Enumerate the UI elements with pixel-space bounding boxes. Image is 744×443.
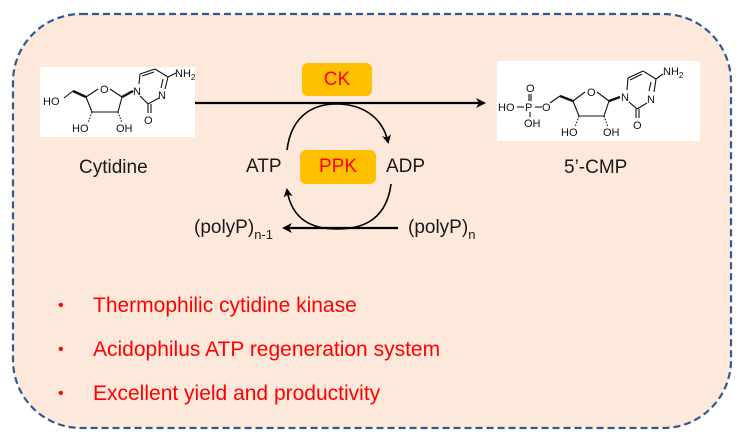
cytidine-ho-2: HO — [72, 123, 89, 135]
highlight-text: Excellent yield and productivity — [93, 382, 381, 405]
atp-label: ATP — [246, 156, 282, 177]
cytidine-ho-primary: HO — [43, 96, 60, 108]
substrate-label: Cytidine — [79, 157, 148, 178]
highlight-text: Thermophilic cytidine kinase — [93, 294, 357, 317]
cmp-n3: N — [647, 94, 655, 106]
cycle-arc-upper-arrow — [286, 103, 391, 151]
bullet-icon: • — [58, 385, 64, 402]
adp-label: ADP — [386, 156, 426, 177]
cytidine-n1: N — [133, 86, 141, 98]
cytidine-carbonyl-o: O — [144, 115, 153, 127]
cmp-amine: NH2 — [663, 66, 684, 80]
cmp-ester-o: O — [542, 102, 551, 114]
polyp-product-label: (polyP)n-1 — [194, 217, 273, 242]
cmp-oh-3: OH — [603, 127, 620, 139]
cytidine-n3: N — [158, 90, 166, 102]
cmp-structure: HO P O OH O O HO OH N N O NH2 — [497, 61, 700, 141]
enzyme-ppk: PPK — [300, 150, 376, 184]
cmp-phos-p: P — [525, 102, 532, 114]
polyp-donor-sub: n — [468, 227, 476, 242]
cmp-phos-o-top: O — [526, 83, 535, 95]
cmp-ring-o: O — [587, 87, 596, 99]
highlight-list: • Thermophilic cytidine kinase • Acidophil… — [58, 284, 440, 416]
bullet-icon: • — [58, 297, 64, 314]
highlight-item: • Thermophilic cytidine kinase — [58, 284, 440, 328]
cmp-ho-2: HO — [561, 127, 578, 139]
cmp-phos-ho: HO — [498, 102, 515, 114]
polyp-donor-label: (polyP)n — [408, 217, 476, 242]
cytidine-amine: NH2 — [175, 68, 195, 82]
highlight-item: • Acidophilus ATP regeneration system — [58, 328, 440, 372]
enzyme-ck: CK — [302, 63, 372, 96]
cytidine-oh-3: OH — [116, 123, 133, 135]
cytidine-ring-o: O — [100, 84, 109, 96]
polyp-product-base: (polyP) — [194, 217, 255, 238]
bullet-icon: • — [58, 341, 64, 358]
polyp-donor-base: (polyP) — [408, 217, 469, 238]
highlight-text: Acidophilus ATP regeneration system — [93, 338, 441, 361]
cmp-carbonyl-o: O — [633, 120, 642, 132]
cytidine-structure: O HO HO OH N N O NH2 — [40, 67, 195, 137]
polyp-product-sub: n-1 — [254, 227, 273, 242]
highlight-item: • Excellent yield and productivity — [58, 372, 440, 416]
product-label: 5’-CMP — [564, 157, 628, 178]
cmp-n1: N — [621, 92, 629, 104]
cmp-phos-oh: OH — [524, 118, 541, 130]
